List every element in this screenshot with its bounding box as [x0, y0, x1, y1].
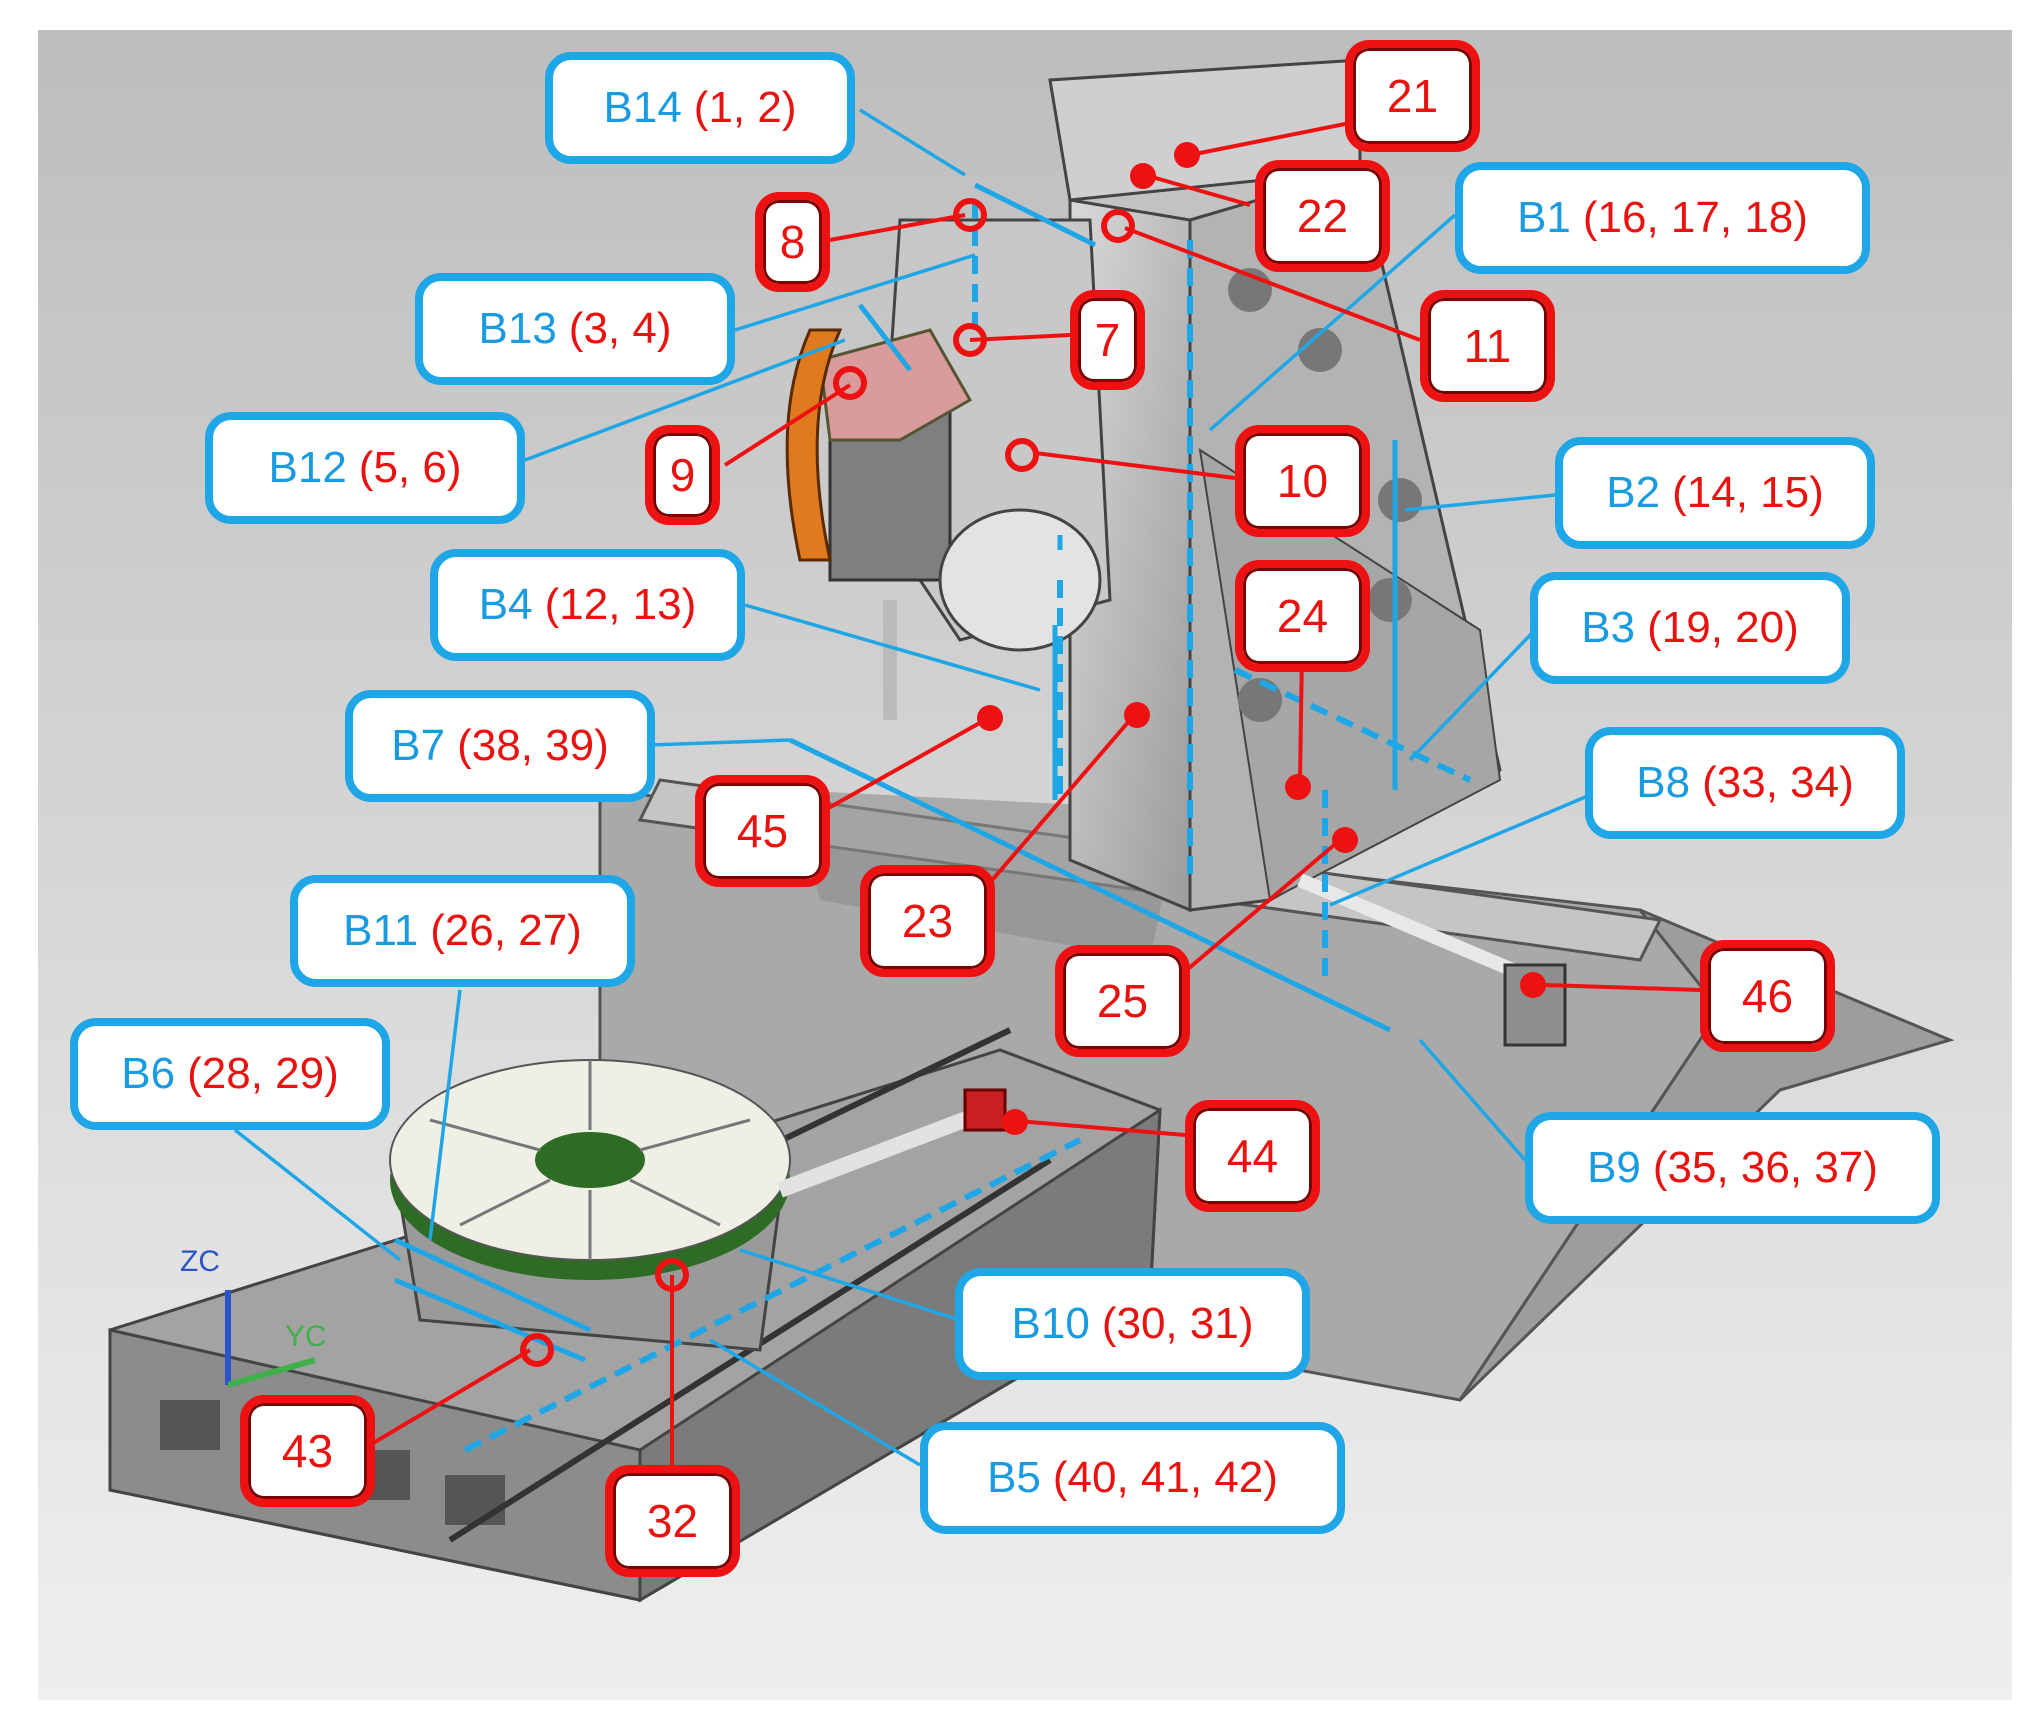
label-43: 43: [240, 1395, 375, 1507]
label-b4: B4(12, 13): [430, 549, 745, 661]
marker-9: [833, 366, 867, 400]
marker-23: [1124, 702, 1150, 728]
spindle-head: [785, 218, 1112, 720]
label-b5: B5(40, 41, 42): [920, 1422, 1345, 1534]
marker-32: [655, 1258, 689, 1292]
label-b3: B3(19, 20): [1530, 572, 1850, 684]
label-25: 25: [1055, 945, 1190, 1057]
label-b12: B12(5, 6): [205, 412, 525, 524]
label-24: 24: [1235, 560, 1370, 672]
label-8: 8: [755, 192, 830, 292]
label-b2: B2(14, 15): [1555, 437, 1875, 549]
axis-z-label: ZC: [180, 1245, 220, 1278]
front-nut: [963, 1088, 1007, 1132]
rotary-table: [389, 1059, 791, 1352]
label-b1: B1(16, 17, 18): [1455, 162, 1870, 274]
label-11: 11: [1420, 290, 1555, 402]
marker-7: [953, 323, 987, 357]
label-b14: B14(1, 2): [545, 52, 855, 164]
label-b13: B13(3, 4): [415, 273, 735, 385]
label-22: 22: [1255, 160, 1390, 272]
marker-44: [1002, 1109, 1028, 1135]
marker-11: [1101, 209, 1135, 243]
label-21: 21: [1345, 40, 1480, 152]
marker-10: [1005, 438, 1039, 472]
blue-leaders: [233, 108, 1591, 1467]
marker-45: [977, 705, 1003, 731]
red-markers: [520, 142, 1546, 1367]
coordinate-axes-icon: [225, 1290, 316, 1388]
marker-25: [1332, 827, 1358, 853]
label-7: 7: [1070, 290, 1145, 390]
marker-21: [1174, 142, 1200, 168]
axis-y-label: YC: [285, 1320, 327, 1353]
label-b8: B8(33, 34): [1585, 727, 1905, 839]
label-b11: B11(26, 27): [290, 875, 635, 987]
label-32: 32: [605, 1465, 740, 1577]
label-b10: B10(30, 31): [955, 1268, 1310, 1380]
label-10: 10: [1235, 425, 1370, 537]
label-44: 44: [1185, 1100, 1320, 1212]
marker-8: [953, 198, 987, 232]
label-b7: B7(38, 39): [345, 690, 655, 802]
front-ballscrew: [777, 1102, 993, 1198]
marker-43: [520, 1333, 554, 1367]
label-46: 46: [1700, 940, 1835, 1052]
label-45: 45: [695, 775, 830, 887]
marker-24: [1285, 774, 1311, 800]
label-b9: B9(35, 36, 37): [1525, 1112, 1940, 1224]
label-9: 9: [645, 425, 720, 525]
marker-46: [1520, 972, 1546, 998]
dashed-axes: [463, 200, 1472, 1453]
marker-22: [1130, 163, 1156, 189]
label-b6: B6(28, 29): [70, 1018, 390, 1130]
label-23: 23: [860, 865, 995, 977]
